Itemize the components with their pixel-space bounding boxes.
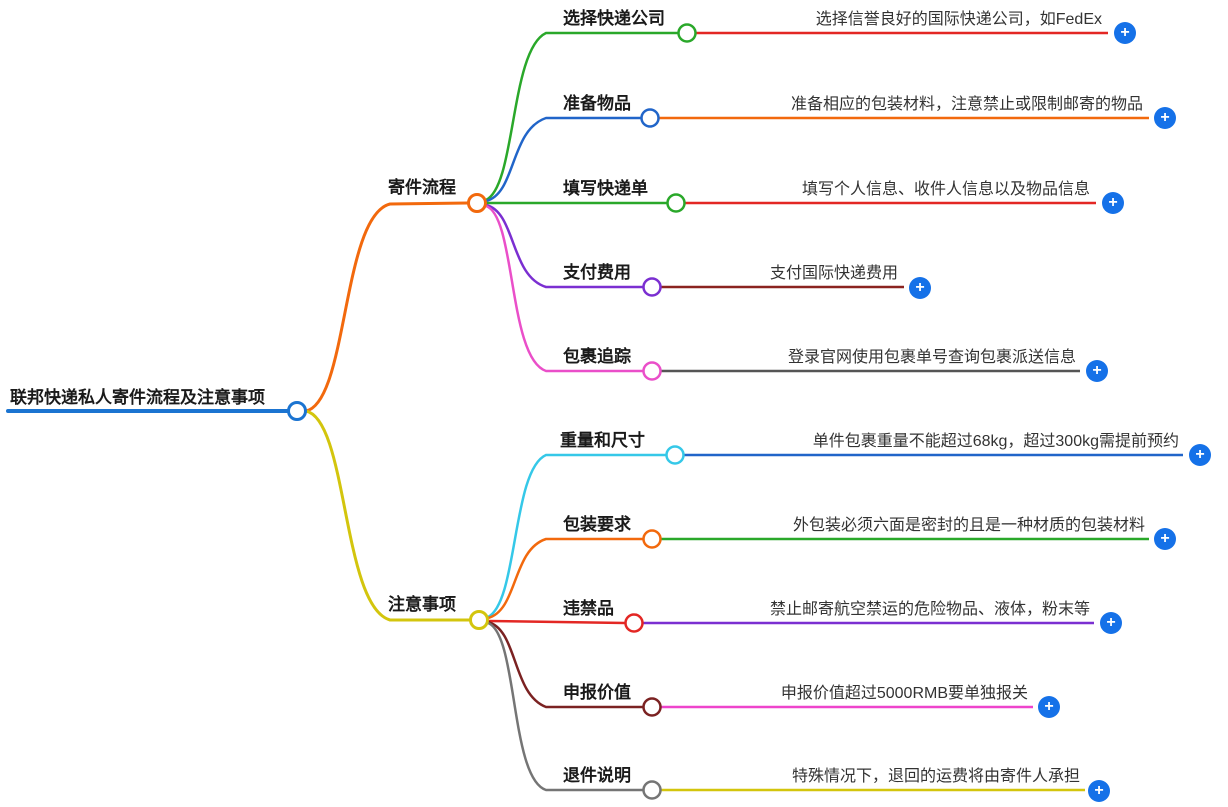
add-child-button-weight-size[interactable]: + xyxy=(1189,444,1211,466)
branch-line-weight-size xyxy=(486,453,668,619)
node-label-choose-courier[interactable]: 选择快递公司 xyxy=(563,9,665,28)
node-handle-choose-courier[interactable] xyxy=(677,23,697,43)
branch-line-pay-fees xyxy=(484,203,645,289)
node-handle-return-note[interactable] xyxy=(642,780,662,800)
detail-text-prepare-items: 准备相应的包装材料，注意禁止或限制邮寄的物品 xyxy=(790,96,1143,113)
detail-text-declared-value: 申报价值超过5000RMB要单独报关 xyxy=(780,685,1028,702)
detail-text-pay-fees: 支付国际快递费用 xyxy=(769,265,898,282)
branch-line-shipping-process xyxy=(304,201,470,413)
add-child-button-declared-value[interactable]: + xyxy=(1038,696,1060,718)
node-label-prohibited[interactable]: 违禁品 xyxy=(563,599,614,618)
add-child-button-track-package[interactable]: + xyxy=(1086,360,1108,382)
branch-line-return-note xyxy=(486,621,645,792)
node-handle-prepare-items[interactable] xyxy=(640,108,660,128)
node-handle-prohibited[interactable] xyxy=(624,613,644,633)
add-child-button-fill-waybill[interactable]: + xyxy=(1102,192,1124,214)
node-handle-packaging[interactable] xyxy=(642,529,662,549)
branch-line-prepare-items xyxy=(484,116,643,203)
node-label-return-note[interactable]: 退件说明 xyxy=(563,766,631,785)
node-label-shipping-process[interactable]: 寄件流程 xyxy=(388,178,456,197)
add-child-button-pay-fees[interactable]: + xyxy=(909,277,931,299)
detail-text-weight-size: 单件包裹重量不能超过68kg，超过300kg需提前预约 xyxy=(812,433,1179,450)
node-label-weight-size[interactable]: 重量和尺寸 xyxy=(560,431,645,450)
node-label-declared-value[interactable]: 申报价值 xyxy=(563,683,631,702)
branch-line-packaging xyxy=(486,537,645,620)
branch-line-choose-courier xyxy=(484,31,680,202)
add-child-button-return-note[interactable]: + xyxy=(1088,780,1110,802)
detail-text-packaging: 外包装必须六面是密封的且是一种材质的包装材料 xyxy=(792,517,1145,534)
node-label-prepare-items[interactable]: 准备物品 xyxy=(563,94,631,113)
detail-text-return-note: 特殊情况下，退回的运费将由寄件人承担 xyxy=(791,768,1080,785)
branch-line-track-package xyxy=(484,204,645,373)
add-child-button-choose-courier[interactable]: + xyxy=(1114,22,1136,44)
node-handle-fill-waybill[interactable] xyxy=(666,193,686,213)
node-label-pay-fees[interactable]: 支付费用 xyxy=(563,263,631,282)
add-child-button-prohibited[interactable]: + xyxy=(1100,612,1122,634)
node-handle-pay-fees[interactable] xyxy=(642,277,662,297)
detail-text-choose-courier: 选择信誉良好的国际快递公司，如FedEx xyxy=(815,11,1102,28)
node-label-track-package[interactable]: 包裹追踪 xyxy=(563,347,631,366)
node-label-packaging[interactable]: 包装要求 xyxy=(563,515,631,534)
node-handle-shipping-process[interactable] xyxy=(467,193,487,213)
node-handle-root[interactable] xyxy=(287,401,307,421)
add-child-button-prepare-items[interactable]: + xyxy=(1154,107,1176,129)
node-handle-weight-size[interactable] xyxy=(665,445,685,465)
detail-text-fill-waybill: 填写个人信息、收件人信息以及物品信息 xyxy=(801,181,1090,198)
node-handle-track-package[interactable] xyxy=(642,361,662,381)
node-label-precautions[interactable]: 注意事项 xyxy=(388,595,456,614)
detail-text-prohibited: 禁止邮寄航空禁运的危险物品、液体，粉末等 xyxy=(769,601,1090,618)
add-child-button-packaging[interactable]: + xyxy=(1154,528,1176,550)
node-label-fill-waybill[interactable]: 填写快递单 xyxy=(563,179,648,198)
branch-line-prohibited xyxy=(486,619,627,625)
branch-line-precautions xyxy=(304,409,472,622)
branch-line-declared-value xyxy=(486,620,645,709)
node-handle-declared-value[interactable] xyxy=(642,697,662,717)
node-handle-precautions[interactable] xyxy=(469,610,489,630)
detail-text-track-package: 登录官网使用包裹单号查询包裹派送信息 xyxy=(787,349,1076,366)
root-node-label[interactable]: 联邦快递私人寄件流程及注意事项 xyxy=(10,388,265,407)
